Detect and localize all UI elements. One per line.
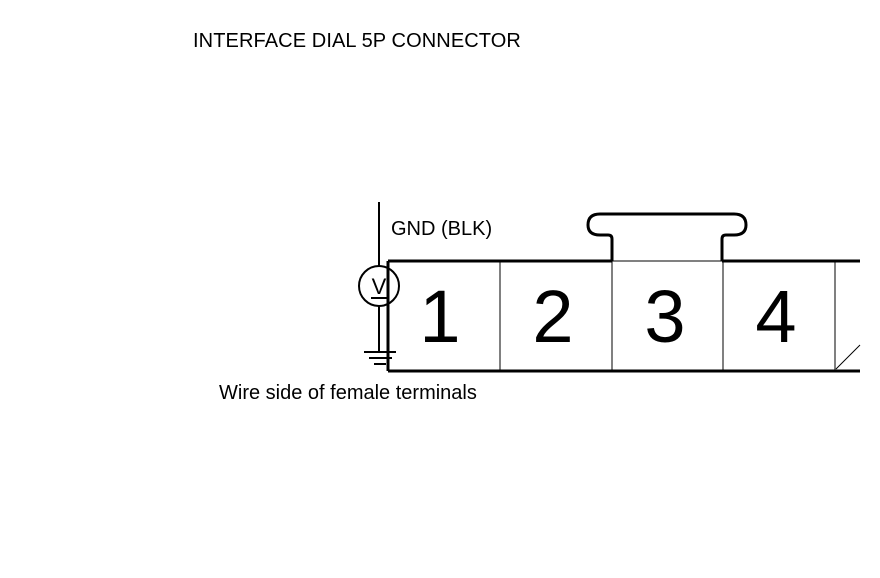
locking-tab — [586, 212, 748, 261]
connector-body — [386, 212, 861, 373]
pin-number: 1 — [419, 275, 460, 358]
diagram-title: INTERFACE DIAL 5P CONNECTOR — [193, 30, 521, 52]
probe-label: GND (BLK) — [391, 218, 493, 240]
break-mark — [835, 344, 861, 370]
pin-number: 2 — [532, 275, 573, 358]
pin-number: 4 — [755, 275, 796, 358]
voltmeter-symbol: V — [372, 274, 387, 299]
pin-number: 3 — [644, 275, 685, 358]
connector-caption: Wire side of female terminals — [219, 382, 477, 404]
voltmeter-icon: V — [358, 265, 400, 307]
ground-icon — [364, 351, 396, 365]
